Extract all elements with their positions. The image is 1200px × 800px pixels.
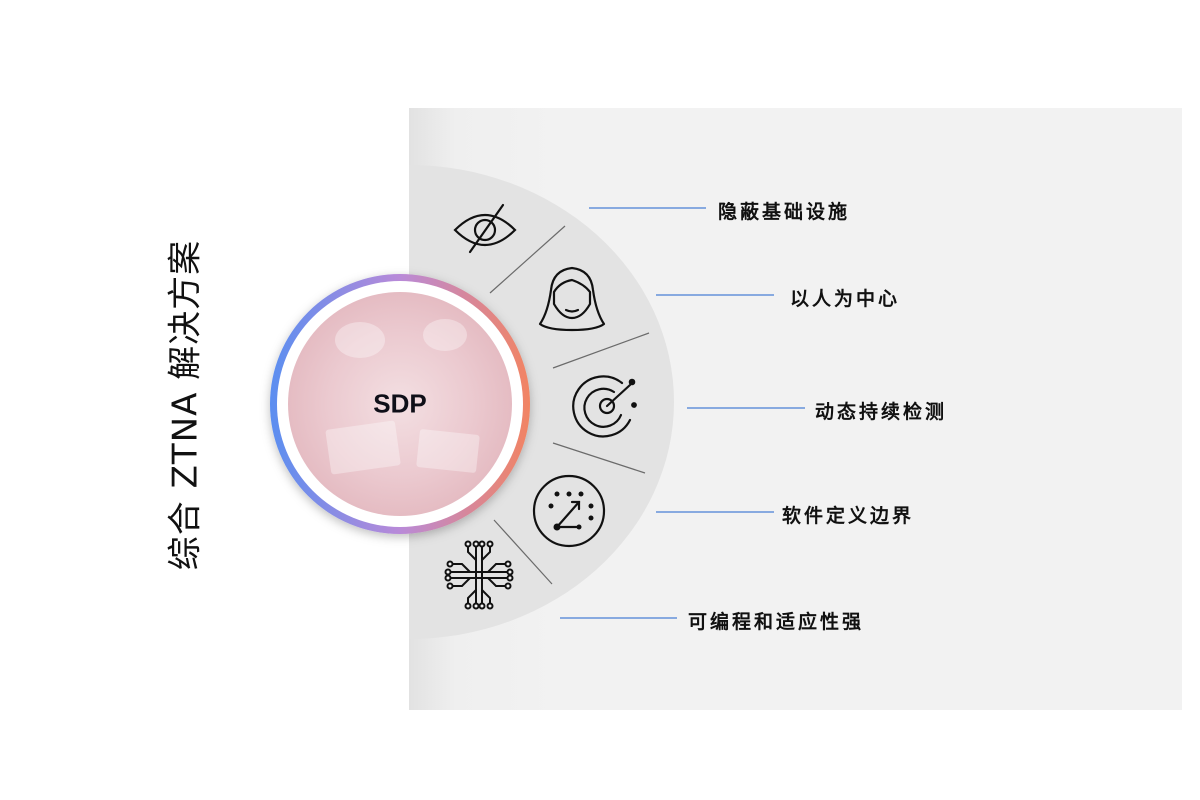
hub-photo-texture <box>325 319 480 475</box>
circuit-chip-icon <box>444 540 514 610</box>
segment-dividers <box>489 225 650 585</box>
feature-fan <box>409 165 674 639</box>
sdp-label: SDP <box>373 388 427 419</box>
feature-label-hidden-infrastructure: 隐蔽基础设施 <box>718 201 851 223</box>
feature-label-software-defined-perimeter: 软件定义边界 <box>782 505 915 527</box>
feature-label-dynamic-detection: 动态持续检测 <box>815 401 948 423</box>
person-face-icon <box>538 266 606 332</box>
radar-icon <box>572 375 637 438</box>
sdp-hub <box>270 274 530 534</box>
eye-slash-icon <box>453 203 517 254</box>
feature-label-programmable-adaptive: 可编程和适应性强 <box>688 611 865 633</box>
feature-label-people-centric: 以人为中心 <box>790 288 901 310</box>
connector-lines <box>560 207 805 619</box>
network-dots-icon <box>532 474 606 548</box>
